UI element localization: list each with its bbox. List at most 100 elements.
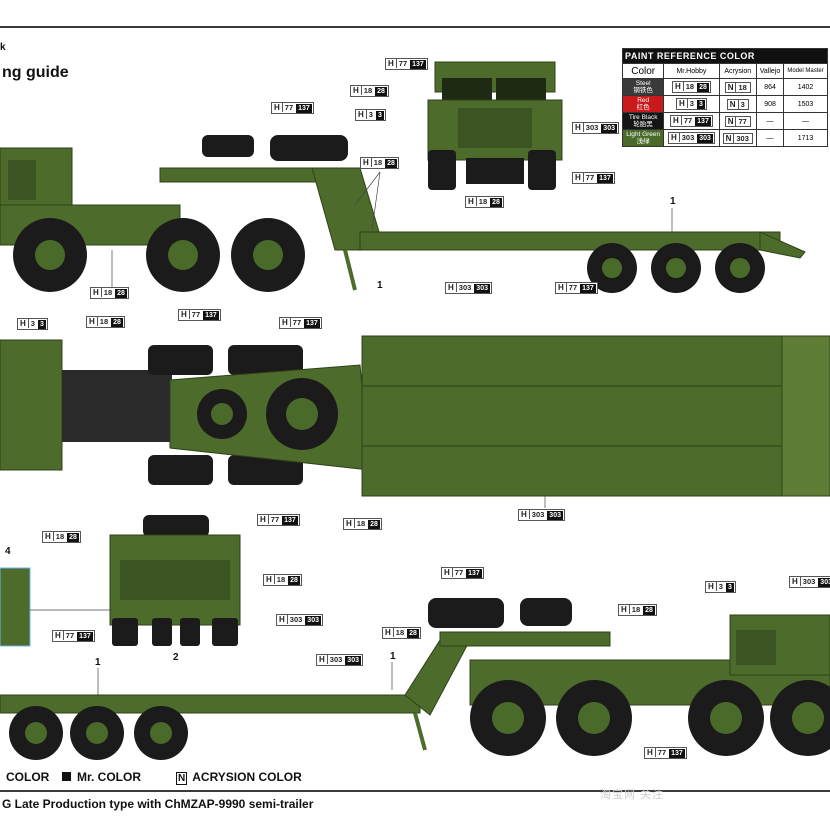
- callout-prefix: H: [383, 628, 394, 637]
- h-prefix: H: [669, 133, 680, 142]
- callout-prefix: H: [53, 631, 64, 640]
- ramp: [759, 231, 806, 259]
- side-view-bottom: [0, 598, 830, 760]
- h-number: 77: [683, 116, 693, 125]
- chassis-plan: [62, 370, 172, 442]
- trailer-deck-side: [359, 231, 781, 251]
- h-number: 18: [685, 82, 695, 91]
- rear-tire: [212, 618, 238, 646]
- callout-mr-color: 28: [111, 318, 123, 327]
- callout-mr-color: 303: [547, 511, 563, 520]
- part-number-1-d: 1: [390, 651, 396, 662]
- callout-number: 18: [103, 288, 113, 297]
- callout-number: 303: [458, 283, 472, 292]
- legend-box-text: Mr. COLOR: [77, 770, 142, 784]
- callout-prefix: H: [272, 103, 283, 112]
- callout-mr-color: 28: [385, 159, 397, 168]
- part-number-4: 4: [5, 546, 11, 557]
- watermark: 淘宝网 关注: [600, 789, 665, 801]
- callout-prefix: H: [446, 283, 457, 292]
- plan-view: [0, 335, 830, 497]
- grille-side: [8, 160, 36, 200]
- callout-number: 77: [454, 568, 464, 577]
- callout-number: 18: [276, 575, 286, 584]
- rear-tire: [152, 618, 172, 646]
- callout-number: 303: [802, 577, 816, 586]
- n-prefix: N: [726, 82, 737, 92]
- callout-prefix: H: [466, 197, 477, 206]
- landing-leg: [343, 249, 357, 291]
- callout-prefix: H: [258, 515, 269, 524]
- callout-prefix: H: [573, 123, 584, 132]
- n-number: 3: [740, 99, 745, 109]
- windshield-right: [496, 78, 546, 100]
- hub: [602, 258, 622, 278]
- box-icon: [62, 772, 71, 781]
- leader-lines: [30, 171, 673, 695]
- guide-title: ng guide: [2, 64, 69, 81]
- legend-n-text: ACRYSION COLOR: [192, 770, 302, 784]
- caption: G Late Production type with ChMZAP-9990 …: [2, 797, 314, 811]
- callout-mr-color: 303: [474, 284, 490, 293]
- col-vallejo: Vallejo: [755, 63, 785, 79]
- callout-number: 18: [478, 197, 488, 206]
- callout-number: 77: [568, 283, 578, 292]
- callout-mr-color: 303: [345, 656, 361, 665]
- callout-mr-color: 28: [368, 520, 380, 529]
- landing-leg-2: [413, 712, 427, 751]
- callout-mr-color: 137: [304, 319, 320, 328]
- callout-mr-color: 137: [410, 60, 426, 69]
- top-border: [0, 26, 830, 28]
- spare-tire-1: [202, 135, 254, 157]
- callout-prefix: H: [706, 582, 717, 591]
- bumper: [466, 158, 524, 184]
- model-master-cell: 1402: [783, 78, 828, 96]
- callout-prefix: H: [556, 283, 567, 292]
- callout-prefix: H: [179, 310, 190, 319]
- spare-hub: [211, 403, 233, 425]
- legend-mr-color: Mr. COLOR: [62, 770, 141, 784]
- callout-mr-color: 28: [67, 533, 79, 542]
- callout-prefix: H: [277, 615, 288, 624]
- color-name: Tire Black: [628, 114, 658, 121]
- front-view-top: [427, 61, 563, 190]
- callout-number: 77: [657, 748, 667, 757]
- part-number-1-c: 1: [95, 657, 101, 668]
- n-prefix: N: [726, 116, 737, 126]
- rear-spare: [143, 515, 209, 537]
- tire-plan: [228, 455, 303, 485]
- spare-tire-3: [428, 598, 504, 628]
- callout-number: 77: [191, 310, 201, 319]
- callout-prefix: H: [790, 577, 801, 586]
- trailer-deck-plan: [361, 335, 783, 497]
